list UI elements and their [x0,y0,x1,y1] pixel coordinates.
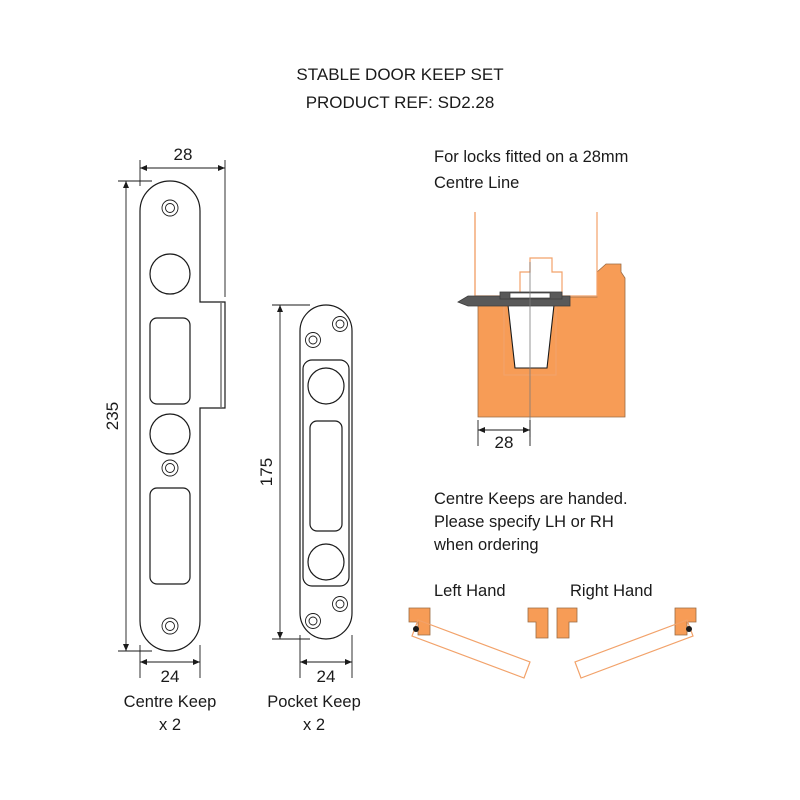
centre-keep-length-value: 235 [103,402,122,430]
centre-keep-width-value: 24 [161,667,180,686]
handing-centre-blocks [527,607,578,639]
screw-hole-inner-icon [165,463,175,473]
centre-block-right [556,607,578,639]
drawing-title-line1: STABLE DOOR KEEP SET [296,65,503,84]
screw-hole-icon [332,596,348,612]
pocket-keep-width-dimension: 24 [299,635,353,686]
handing-note-line3: when ordering [433,536,539,554]
section-detail: For locks fitted on a 28mm Centre Line 2… [434,148,628,452]
right-hand-label: Right Hand [570,582,653,600]
centre-keep-offset-dimension: 28 [139,145,226,297]
left-hand-diagram [408,607,531,679]
screw-hole-inner-icon [165,203,175,213]
centre-block-left [527,607,549,639]
pocket-keep-slot [309,420,343,532]
screw-hole-icon [161,459,179,477]
centre-keep-upper-slot [149,317,191,405]
pocket-keep-upper-bore [307,367,345,405]
centre-keep-upper-bore [149,253,191,295]
screw-hole-icon [332,316,348,332]
section-note-line1: For locks fitted on a 28mm [434,148,628,166]
screw-hole-icon [305,332,321,348]
screw-hole-icon [305,613,321,629]
handing-note-line1: Centre Keeps are handed. [434,490,628,508]
centre-keep-offset-value: 28 [174,145,193,164]
pocket-keep-recess [302,359,350,587]
keep-taper-body [507,304,555,369]
screw-hole-inner-icon [335,319,345,329]
section-centre-value: 28 [495,433,514,452]
section-centre-dimension: 28 [477,420,531,452]
centre-keep-lower-slot [149,487,191,585]
frame-section-solid [477,263,626,418]
rh-pivot-dot [686,626,692,632]
pocket-keep-length-dimension: 175 [257,304,310,640]
lh-frame-block [408,607,431,636]
pocket-keep-drawing: 175 24 Pocket Keep x 2 [257,304,361,734]
centre-keep-length-dimension: 235 [103,180,152,652]
pocket-keep-label-line1: Pocket Keep [267,693,361,711]
rh-frame-block [674,607,697,636]
centre-keep-label-line1: Centre Keep [124,693,217,711]
screw-hole-icon [161,199,179,217]
screw-hole-inner-icon [165,621,175,631]
screw-hole-inner-icon [335,599,345,609]
left-hand-label: Left Hand [434,582,506,600]
pocket-keep-label-line2: x 2 [303,716,325,734]
drawing-title-line2: PRODUCT REF: SD2.28 [306,93,495,112]
screw-hole-inner-icon [308,335,318,345]
pocket-keep-lower-bore [307,543,345,581]
centre-keep-label-line2: x 2 [159,716,181,734]
sash-profile-outline [474,212,598,297]
pocket-keep-length-value: 175 [257,458,276,486]
centre-keep-width-dimension: 24 [139,645,201,686]
centre-keep-drawing: 28 235 24 Centre Keep x 2 [103,145,226,734]
handing-detail: Centre Keeps are handed. Please specify … [408,490,697,679]
pocket-keep-width-value: 24 [317,667,336,686]
screw-hole-inner-icon [308,616,318,626]
lh-pivot-dot [413,626,419,632]
right-hand-diagram [574,607,697,679]
screw-hole-icon [161,617,179,635]
section-note-line2: Centre Line [434,174,519,192]
centre-keep-lower-bore [149,413,191,455]
handing-note-line2: Please specify LH or RH [434,513,614,531]
centre-keep-body [139,180,226,652]
pocket-keep-body [299,304,353,640]
